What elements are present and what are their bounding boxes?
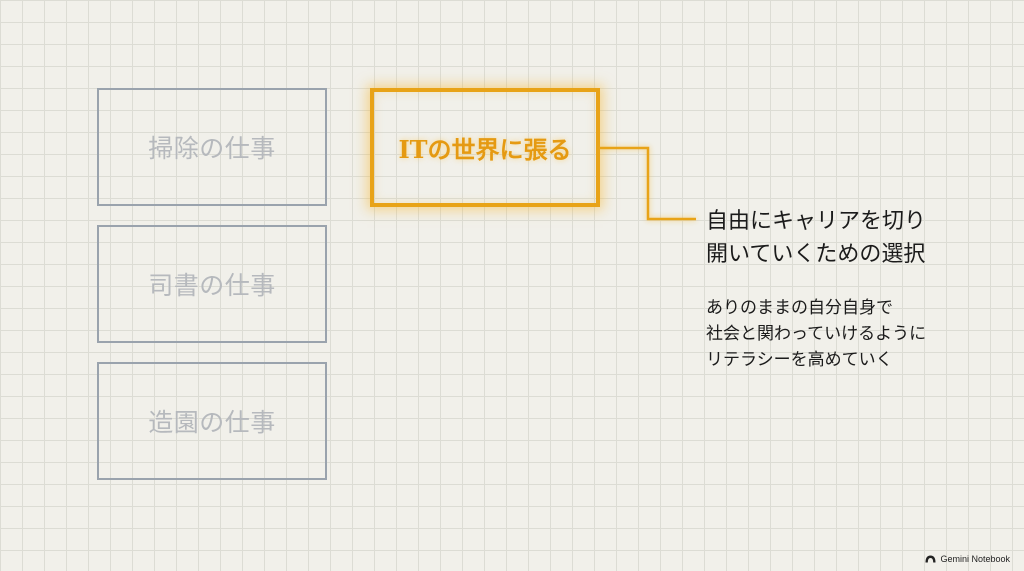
job-box-librarian: 司書の仕事 [97,225,327,343]
choice-heading-line-1: 自由にキャリアを切り [706,209,927,234]
gemini-notebook-logo-icon [925,555,936,563]
watermark: Gemini Notebook [925,554,1010,564]
job-box-landscaping: 造園の仕事 [97,362,327,480]
description-line-2: 社会と関わっていけるように [706,324,927,344]
job-box-label: 司書の仕事 [148,271,276,300]
highlight-label: ITの世界に張る [398,135,572,164]
highlight-box-it-world: ITの世界に張る [370,88,600,207]
choice-heading-line-2: 開いていくための選択 [706,242,926,267]
job-box-label: 掃除の仕事 [148,134,276,163]
choice-heading: 自由にキャリアを切り 開いていくための選択 [706,205,926,271]
job-box-label: 造園の仕事 [148,408,276,437]
job-box-cleaning: 掃除の仕事 [97,88,327,206]
description-line-3: リテラシーを高めていく [706,350,893,370]
watermark-text: Gemini Notebook [940,554,1010,564]
description-text: ありのままの自分自身で 社会と関わっていけるように リテラシーを高めていく [706,295,926,373]
description-line-1: ありのままの自分自身で [706,298,893,318]
